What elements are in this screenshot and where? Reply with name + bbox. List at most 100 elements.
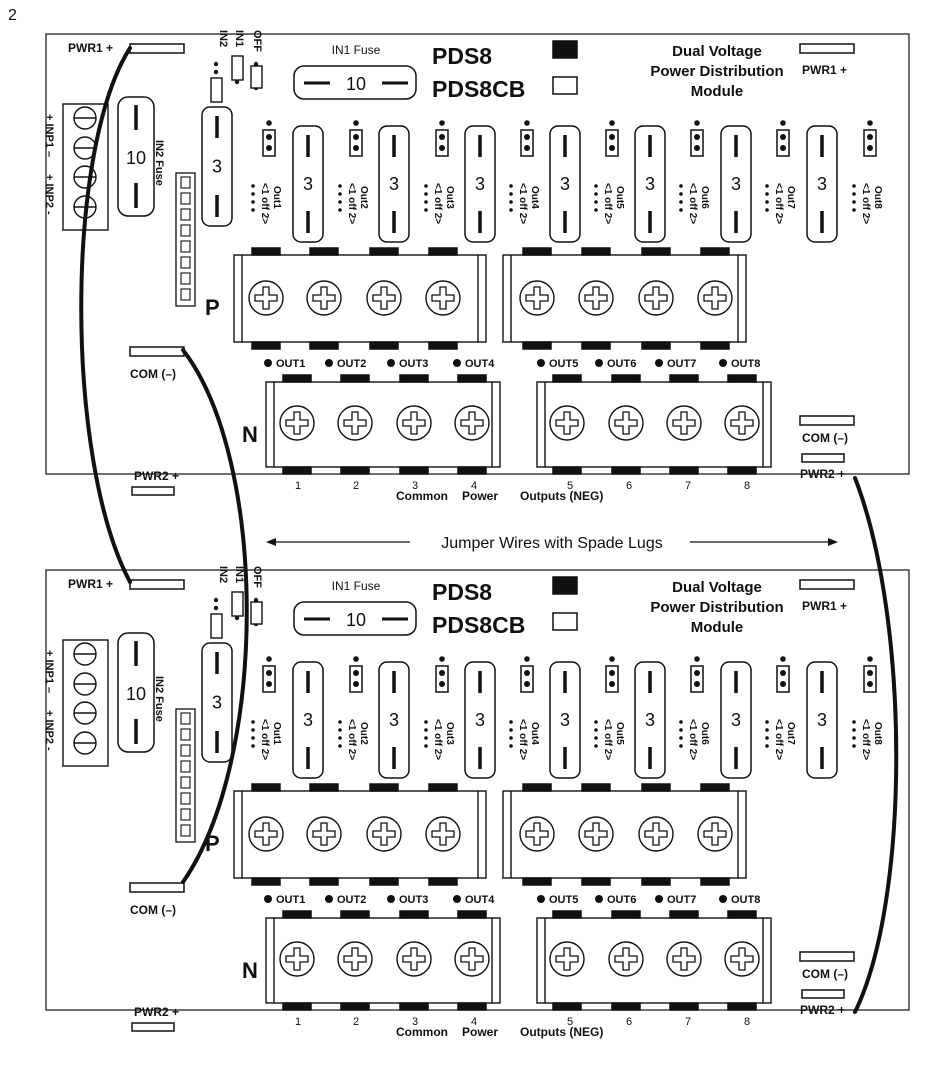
switch-dot [509,744,513,748]
switch-dot [424,184,428,188]
pwr2-spade-right [801,453,845,463]
out-led-label-6: OUT6 [607,894,636,906]
screw-cross [644,286,668,310]
n-screw [454,405,490,441]
output-pin [524,681,530,687]
terminal-tab [581,877,611,886]
screw-cross [312,286,336,310]
screw-cross [672,947,696,971]
title-line-2: Power Distribution [650,63,783,80]
screw-cross [254,286,278,310]
fuse-value-out5: 3 [560,174,570,194]
jumper-wire-com [181,348,249,884]
terminal-tab [369,247,399,256]
jumper-wire-pwr1 [79,46,132,584]
in2-fuse-label: IN2 Fuse [153,140,165,186]
switch-dot [765,728,769,732]
pwr1-label-left: PWR1 + [68,41,113,55]
output-pin [439,120,445,126]
switch-label-out7: <1 off 2> [773,719,784,760]
n-screw [549,405,585,441]
switch-label-out5: <1 off 2> [602,719,613,760]
fuse-value-out6: 3 [645,710,655,730]
output-pin [780,656,786,662]
switch-label-out2: <1 off 2> [346,719,357,760]
terminal-tab [369,783,399,792]
switch-dot [765,720,769,724]
selector-pin [234,79,240,85]
output-pin [439,145,445,151]
off-label: OFF [251,30,263,52]
output-fuse [201,106,233,227]
switch-label-out2: <1 off 2> [346,183,357,224]
out-label-vertical-5: Out5 [614,186,625,209]
out-label-vertical-4: Out4 [529,186,540,209]
pwr2-label-right: PWR2 + [800,467,845,481]
terminal-tab [700,783,730,792]
terminal-tab [457,374,487,383]
out-label-vertical-5: Out5 [614,722,625,745]
terminal-tab [581,341,611,350]
p-screw [366,816,402,852]
p-screw [519,280,555,316]
terminal-number-3: 3 [412,1016,418,1028]
output-fuse [720,661,752,779]
output-pin [694,656,700,662]
switch-dot [424,192,428,196]
fuse-value-out8: 3 [817,174,827,194]
terminal-number-4: 4 [471,1016,477,1028]
output-jumper-out3 [435,129,449,157]
selector-pin [213,605,219,611]
screw-cross [730,947,754,971]
output-jumper-out1 [262,665,276,693]
terminal-tab [611,910,641,919]
switch-dot [852,720,856,724]
switch-dot [765,208,769,212]
screw-cross [343,947,367,971]
common-label: Common [396,1025,448,1039]
output-fuse [201,642,233,763]
out-led [387,895,395,903]
switch-dot [679,200,683,204]
switch-dot [594,728,598,732]
output-jumper-out2 [349,129,363,157]
terminal-tab [428,247,458,256]
out-label-vertical-7: Out7 [785,186,796,209]
out-led [655,359,663,367]
screw-cross [555,411,579,435]
led-segment [180,208,191,221]
switch-dot [679,208,683,212]
n-screw [337,941,373,977]
terminal-tab [641,247,671,256]
selector-pin [213,61,219,67]
switch-label-out1: <1 off 2> [259,719,270,760]
out-label-vertical-8: Out8 [872,186,883,209]
switch-dot [424,720,428,724]
switch-label-out5: <1 off 2> [602,183,613,224]
led-segment [180,288,191,301]
in2-label: IN2 [217,566,229,583]
terminal-tab [399,466,429,475]
screw-cross [584,286,608,310]
switch-dot [594,200,598,204]
screw-cross [372,286,396,310]
led-segment [180,224,191,237]
output-pin [609,670,615,676]
outputs-neg-label: Outputs (NEG) [520,1025,603,1039]
output-pin [780,681,786,687]
switch-dot [679,744,683,748]
terminal-tab [611,466,641,475]
in1-fuse-value: 10 [346,610,366,630]
output-fuse [292,661,324,779]
fuse-value-out7: 3 [731,710,741,730]
terminal-tab [399,374,429,383]
pwr1-label-right: PWR1 + [802,63,847,77]
selector-jumper-off [250,601,263,625]
inp1-label: + INP1 – [43,114,55,157]
in1-fuse-label: IN1 Fuse [332,579,381,593]
p-screw [697,816,733,852]
n-screw [724,405,760,441]
terminal-tab [727,466,757,475]
screw-cross [431,822,455,846]
model-pds8cb-box [552,612,578,631]
